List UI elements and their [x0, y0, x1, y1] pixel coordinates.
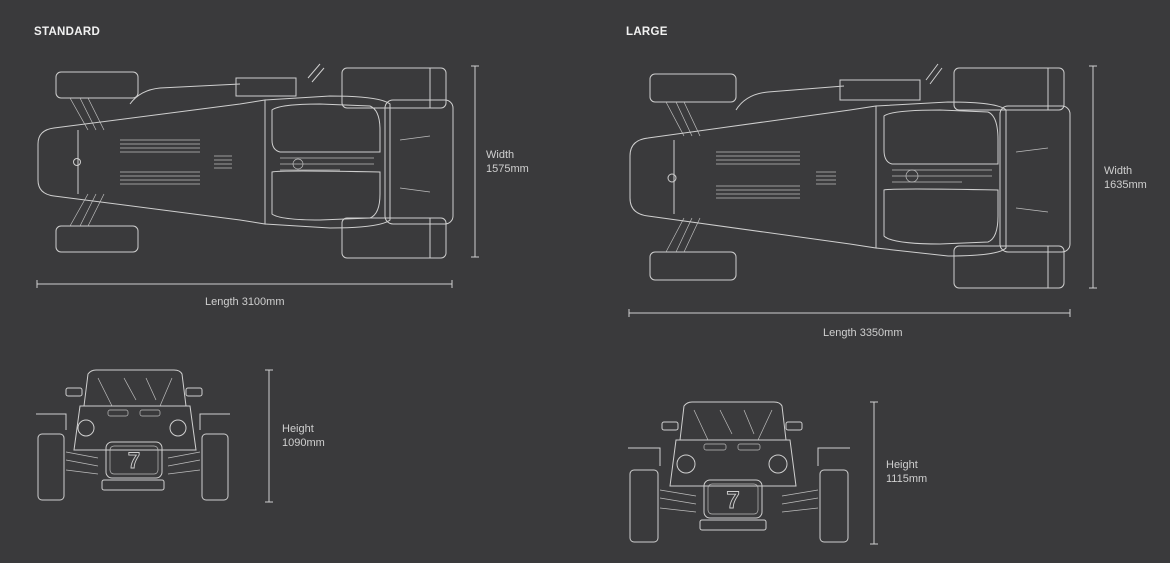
large-length-line [628, 309, 1071, 317]
standard-front-view: 7 [36, 369, 273, 503]
standard-height-line [265, 369, 273, 503]
large-width-label: Width 1635mm [1104, 165, 1147, 191]
large-top-view [628, 63, 1097, 317]
standard-top-view [36, 63, 479, 288]
large-front-view: 7 [628, 401, 878, 545]
large-length-label: Length 3350mm [823, 327, 903, 339]
large-width-line [1089, 65, 1097, 289]
standard-length-label: Length 3100mm [205, 296, 285, 308]
standard-badge-7: 7 [128, 448, 140, 473]
standard-width-label: Width 1575mm [486, 149, 529, 175]
standard-length-line [36, 280, 453, 288]
standard-width-line [471, 65, 479, 258]
standard-height-label: Height 1090mm [282, 423, 325, 449]
standard-title: STANDARD [34, 26, 101, 38]
large-height-label: Height 1115mm [886, 459, 928, 485]
large-height-line [870, 401, 878, 545]
large-title: LARGE [626, 26, 668, 38]
large-badge-7: 7 [726, 487, 739, 514]
